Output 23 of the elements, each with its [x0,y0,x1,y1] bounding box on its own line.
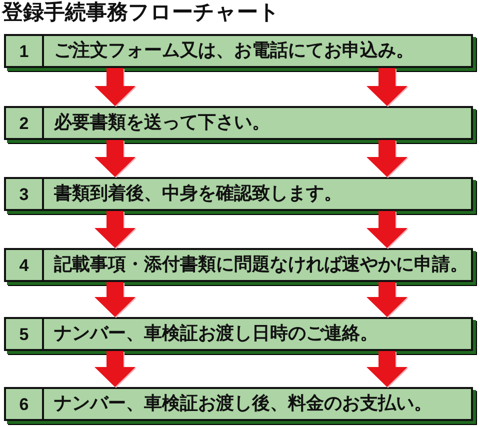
step-text: ご注文フォーム又は、お電話にてお申込み。 [54,40,414,62]
step-number: 4 [19,256,29,274]
step-text: 書類到着後、中身を確認致します。 [54,183,342,205]
arrow [366,68,408,106]
arrow [94,140,136,177]
step-number: 5 [19,324,29,344]
title: 登録手続事務フローチャート [2,0,280,25]
step-text: 記載事項・添付書類に問題なければ速やかに申請。 [54,254,468,276]
step-number: 6 [19,394,29,414]
step-number: 2 [19,114,29,132]
arrow [94,351,136,387]
step-number: 1 [19,42,29,60]
arrow [366,282,408,317]
arrow [94,282,136,317]
step-text: ナンバー、車検証お渡し後、料金のお支払い。 [54,393,432,415]
arrow [94,211,136,248]
arrow [366,351,408,387]
step-text: 必要書類を送って下さい。 [54,112,270,134]
arrow [366,140,408,177]
arrow [94,68,136,106]
arrow [366,211,408,248]
step-number: 3 [19,184,29,204]
step-text: ナンバー、車検証お渡し日時のご連絡。 [54,323,378,345]
